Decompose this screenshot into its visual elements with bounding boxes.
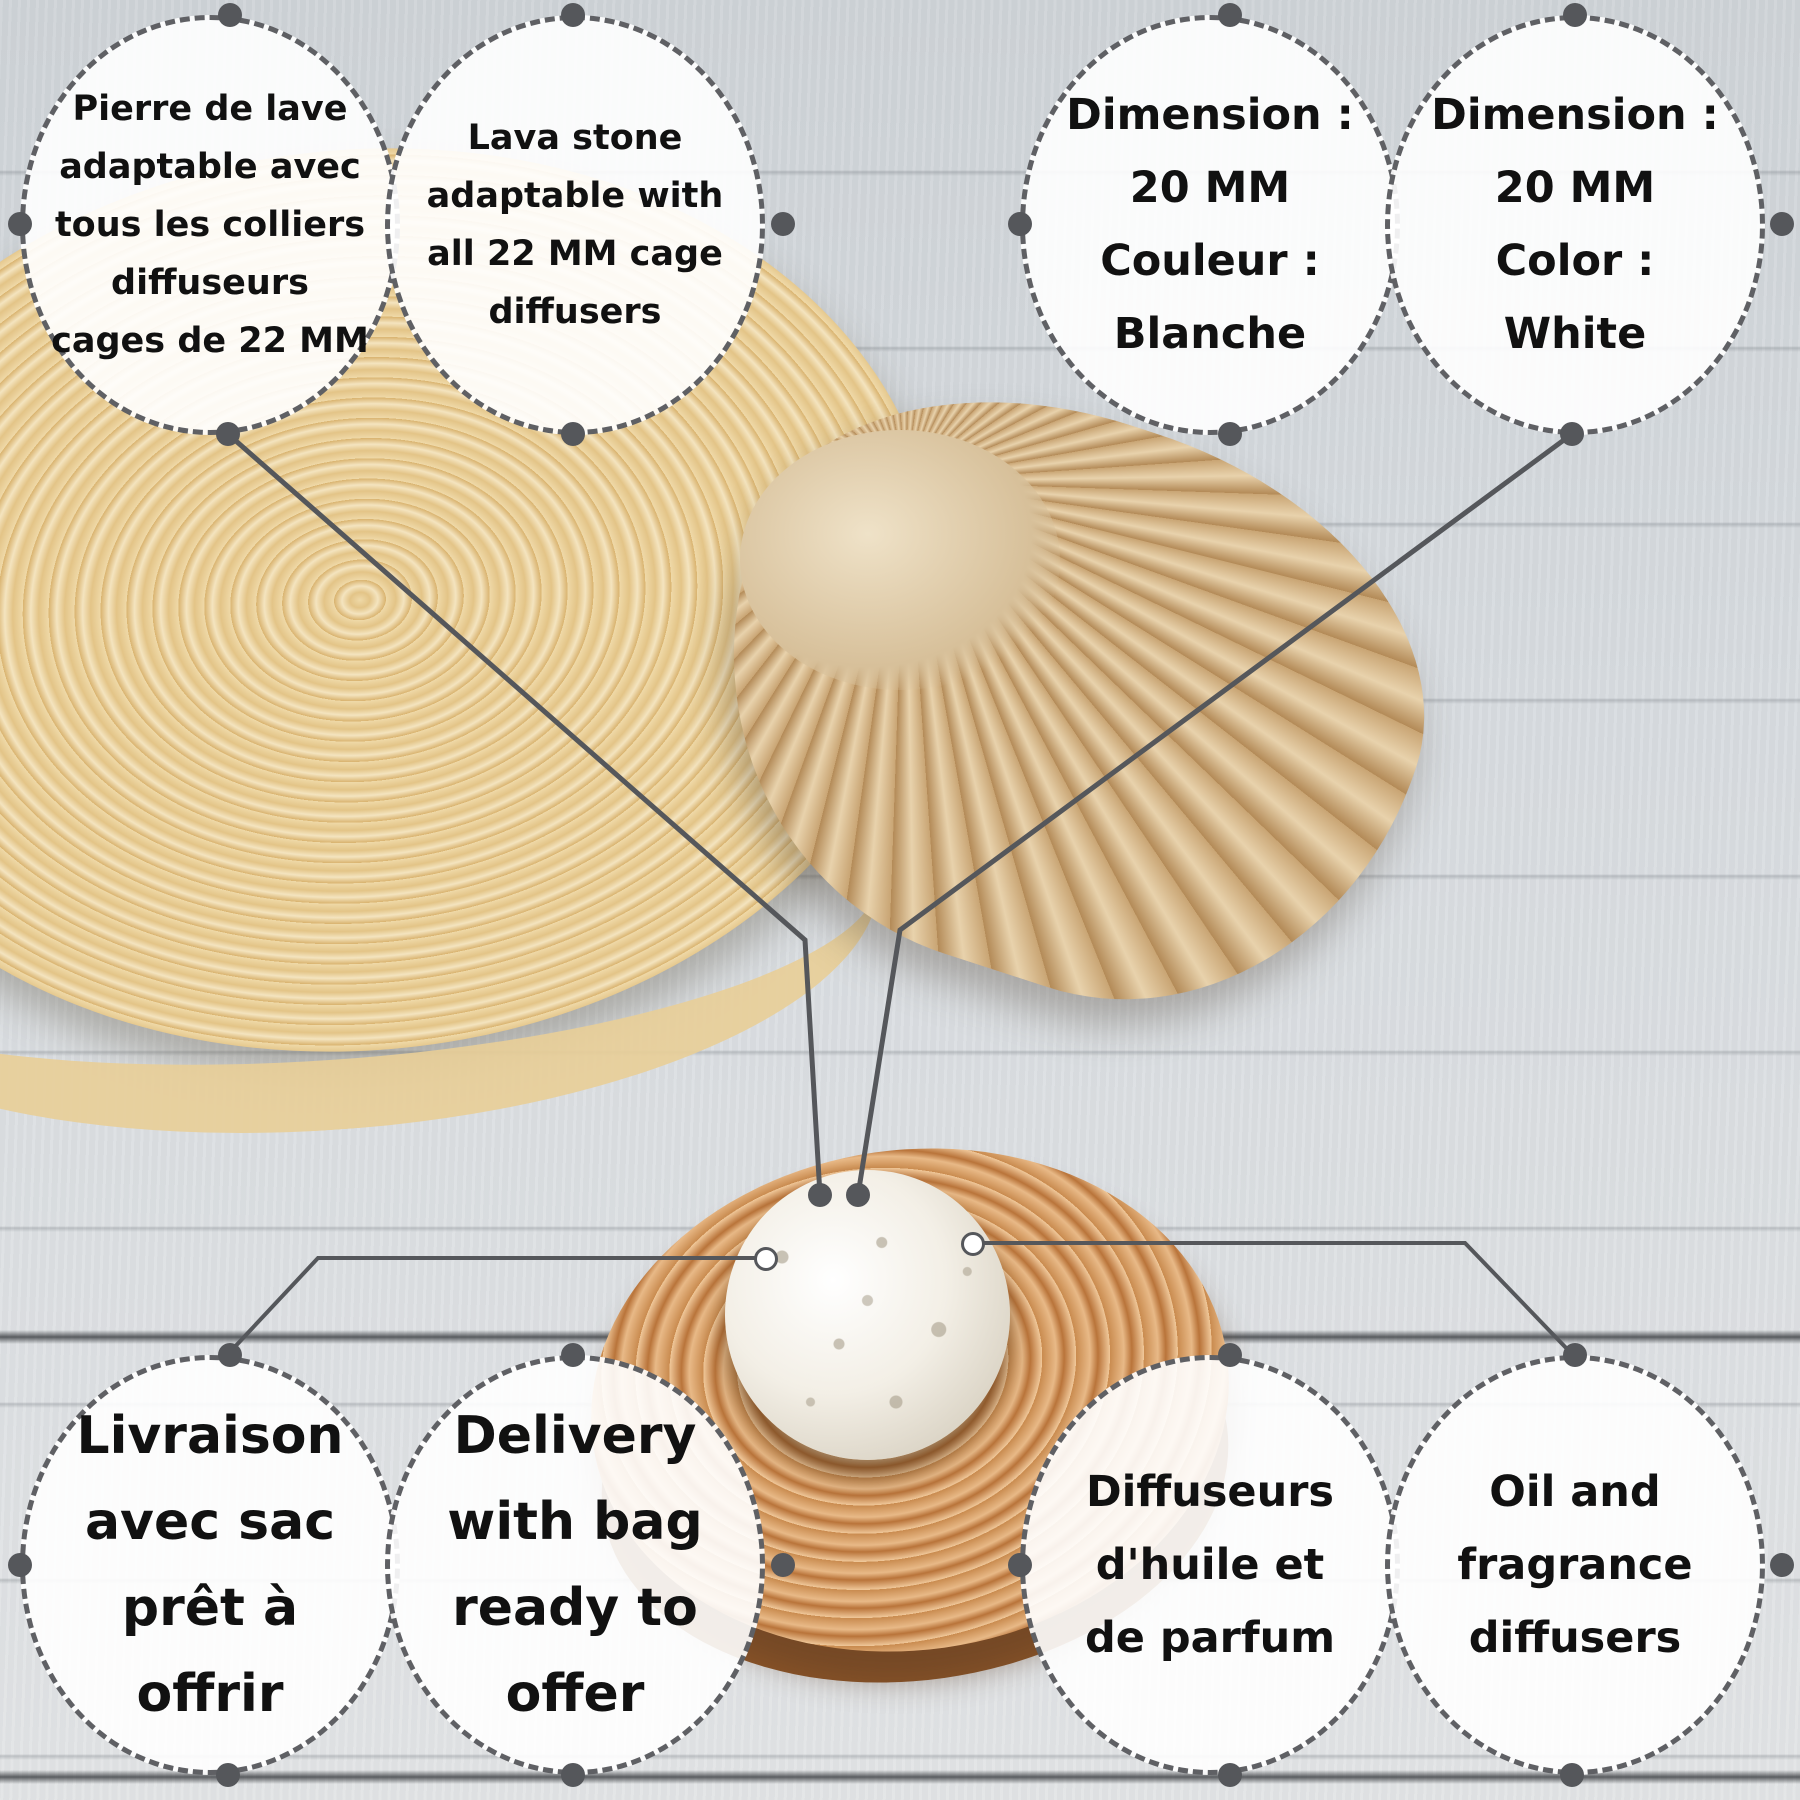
bubble-anchor-dot [1770,1553,1794,1577]
callout-compat-fr: Pierre de lave adaptable avec tous les c… [20,15,400,435]
bubble-anchor-dot [8,212,32,236]
bubble-anchor-dot [1008,1553,1032,1577]
callout-text: Dimension : 20 MM Color : White [1431,90,1719,359]
scallop-shell-hinge [740,430,1060,690]
bubble-anchor-dot [218,3,242,27]
bubble-anchor-dot [561,1343,585,1367]
callout-text: Delivery with bag ready to offer [447,1406,703,1724]
callout-delivery-en: Delivery with bag ready to offer [385,1355,765,1775]
bubble-anchor-dot [216,422,240,446]
callout-compat-en: Lava stone adaptable with all 22 MM cage… [385,15,765,435]
connector-specs [855,431,1574,1196]
callout-text: Livraison avec sac prêt à offrir [76,1406,344,1724]
connector-compat [226,432,823,1196]
bubble-anchor-dot [8,1553,32,1577]
callout-use-en: Oil and fragrance diffusers [1385,1355,1765,1775]
callout-text: Lava stone adaptable with all 22 MM cage… [426,118,724,332]
bubble-anchor-dot [561,1763,585,1787]
bubble-anchor-dot [561,422,585,446]
callout-text: Pierre de lave adaptable avec tous les c… [51,89,369,361]
callout-delivery-fr: Livraison avec sac prêt à offrir [20,1355,400,1775]
bubble-anchor-dot [771,1553,795,1577]
connector-endpoint [754,1247,778,1271]
plank-gap [0,1770,1800,1784]
connector-use [972,1241,1572,1354]
connector-endpoint [808,1183,832,1207]
bubble-anchor-dot [1218,422,1242,446]
callout-specs-fr: Dimension : 20 MM Couleur : Blanche [1020,15,1400,435]
bubble-anchor-dot [1770,212,1794,236]
bubble-anchor-dot [771,212,795,236]
connector-delivery [228,1256,765,1354]
callout-text: Diffuseurs d'huile et de parfum [1084,1466,1336,1663]
connector-endpoint [961,1232,985,1256]
callout-use-fr: Diffuseurs d'huile et de parfum [1020,1355,1400,1775]
bubble-anchor-dot [1008,212,1032,236]
bubble-anchor-dot [218,1343,242,1367]
bubble-anchor-dot [1563,3,1587,27]
bubble-anchor-dot [1218,1343,1242,1367]
bubble-anchor-dot [1563,1343,1587,1367]
bubble-anchor-dot [561,3,585,27]
lava-stone-ball [725,1170,1010,1460]
callout-text: Oil and fragrance diffusers [1457,1466,1693,1663]
callout-text: Dimension : 20 MM Couleur : Blanche [1066,90,1354,359]
callout-specs-en: Dimension : 20 MM Color : White [1385,15,1765,435]
bubble-anchor-dot [1218,3,1242,27]
bubble-anchor-dot [1560,422,1584,446]
bubble-anchor-dot [216,1763,240,1787]
bubble-anchor-dot [1218,1763,1242,1787]
connector-endpoint [846,1183,870,1207]
bubble-anchor-dot [1560,1763,1584,1787]
